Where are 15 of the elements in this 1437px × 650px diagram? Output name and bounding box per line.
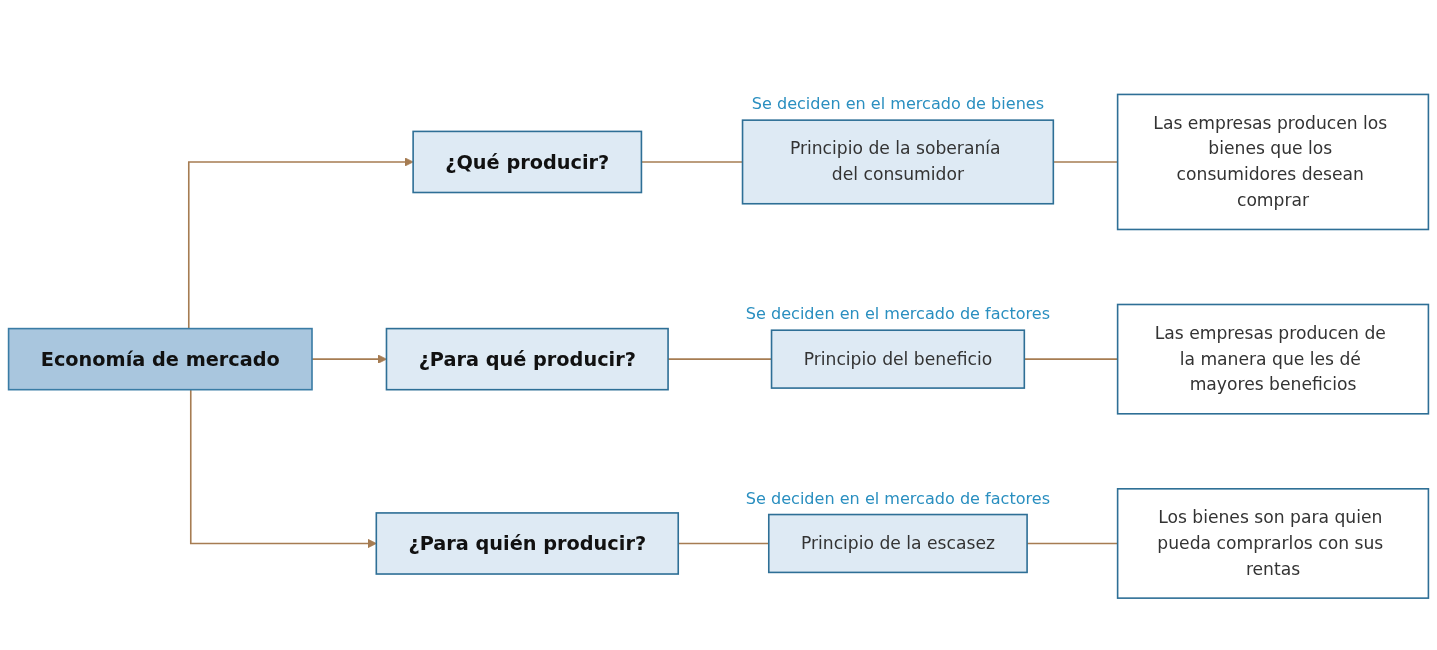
arrow: [189, 389, 377, 549]
node-box: Las empresas producen los bienes que los consumidores desean comprar: [1116, 93, 1430, 231]
node-box: ¿Para qué producir?: [385, 327, 669, 391]
market-note: Se deciden en el mercado de bienes: [751, 94, 1045, 114]
node-box: Economía de mercado: [7, 327, 313, 391]
node-box: Las empresas producen de la manera que les dé mayores beneficios: [1116, 303, 1430, 415]
market-note: Se deciden en el mercado de factores: [745, 488, 1051, 508]
node-box: ¿Para quién producir?: [375, 512, 680, 575]
node-box: Principio de la soberanía del consumidor: [741, 119, 1055, 205]
market-note: Se deciden en el mercado de factores: [745, 304, 1051, 324]
node-box: Principio de la escasez: [767, 513, 1028, 574]
node-box: ¿Qué producir?: [412, 130, 643, 194]
node-box: Los bienes son para quien pueda comprarlos con sus rentas: [1116, 488, 1430, 600]
arrow: [187, 157, 414, 330]
node-box: Principio del beneficio: [770, 329, 1026, 390]
